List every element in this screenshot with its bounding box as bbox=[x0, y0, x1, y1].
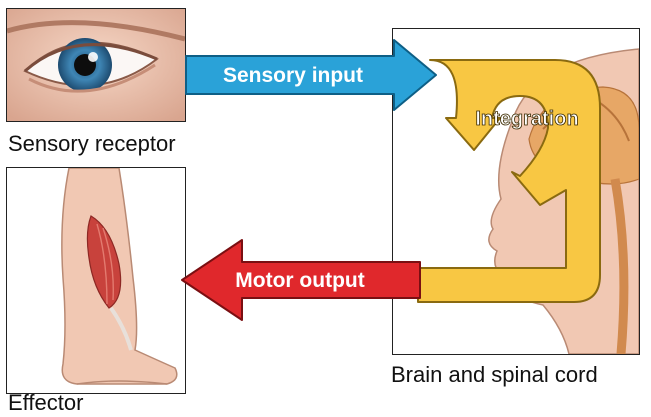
effector-caption: Effector bbox=[8, 390, 83, 416]
brain-spinal-cord-caption: Brain and spinal cord bbox=[391, 362, 598, 388]
sensory-input-label: Sensory input bbox=[223, 64, 363, 87]
sensory-receptor-caption: Sensory receptor bbox=[8, 131, 176, 157]
motor-output-label: Motor output bbox=[235, 269, 364, 292]
integration-label: Integration bbox=[475, 108, 578, 130]
integration-loop bbox=[418, 60, 600, 302]
